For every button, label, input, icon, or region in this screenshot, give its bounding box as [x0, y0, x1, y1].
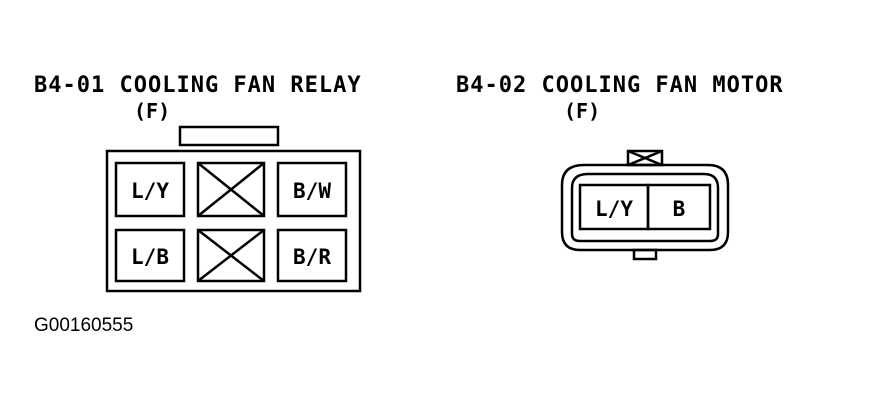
motor-housing-inner — [570, 172, 720, 243]
relay-pin-top-left — [114, 161, 186, 218]
relay-type: (F) — [134, 99, 171, 123]
relay-pin-labels: L/Y B/W L/B B/R — [131, 179, 331, 269]
motor-pin-right — [646, 183, 712, 231]
motor-bottom-key — [632, 248, 658, 261]
motor-latch-cross-line — [627, 149, 663, 167]
motor-type: (F) — [564, 99, 601, 123]
relay-pin-bottom-middle-empty — [196, 228, 266, 283]
relay-pin-bottom-right — [276, 228, 348, 283]
relay-pin-top-middle-empty — [196, 161, 266, 218]
relay-pin-label-top-left: L/Y — [131, 179, 169, 203]
relay-pin-label-top-right: B/W — [293, 179, 331, 203]
relay-title: B4-01 COOLING FAN RELAY — [34, 73, 362, 98]
motor-pin-labels: L/Y B — [595, 197, 685, 221]
motor-pin-label-right: B — [673, 197, 686, 221]
motor-title: B4-02 COOLING FAN MOTOR — [456, 73, 784, 98]
motor-pin-label-left: L/Y — [595, 197, 633, 221]
relay-pin-bottom-left — [114, 228, 186, 283]
relay-pin-top-right — [276, 161, 348, 218]
relay-pin-label-bottom-right: B/R — [293, 245, 331, 269]
figure-id: G00160555 — [34, 315, 134, 336]
relay-connector — [105, 125, 362, 293]
relay-empty-cross-line — [197, 162, 265, 217]
relay-pin-label-bottom-left: L/B — [131, 245, 169, 269]
relay-empty-cross-line — [197, 229, 265, 282]
relay-latch-tab — [178, 125, 280, 147]
relay-housing — [105, 149, 362, 293]
motor-connector — [560, 149, 730, 261]
motor-housing-outer — [560, 163, 730, 252]
